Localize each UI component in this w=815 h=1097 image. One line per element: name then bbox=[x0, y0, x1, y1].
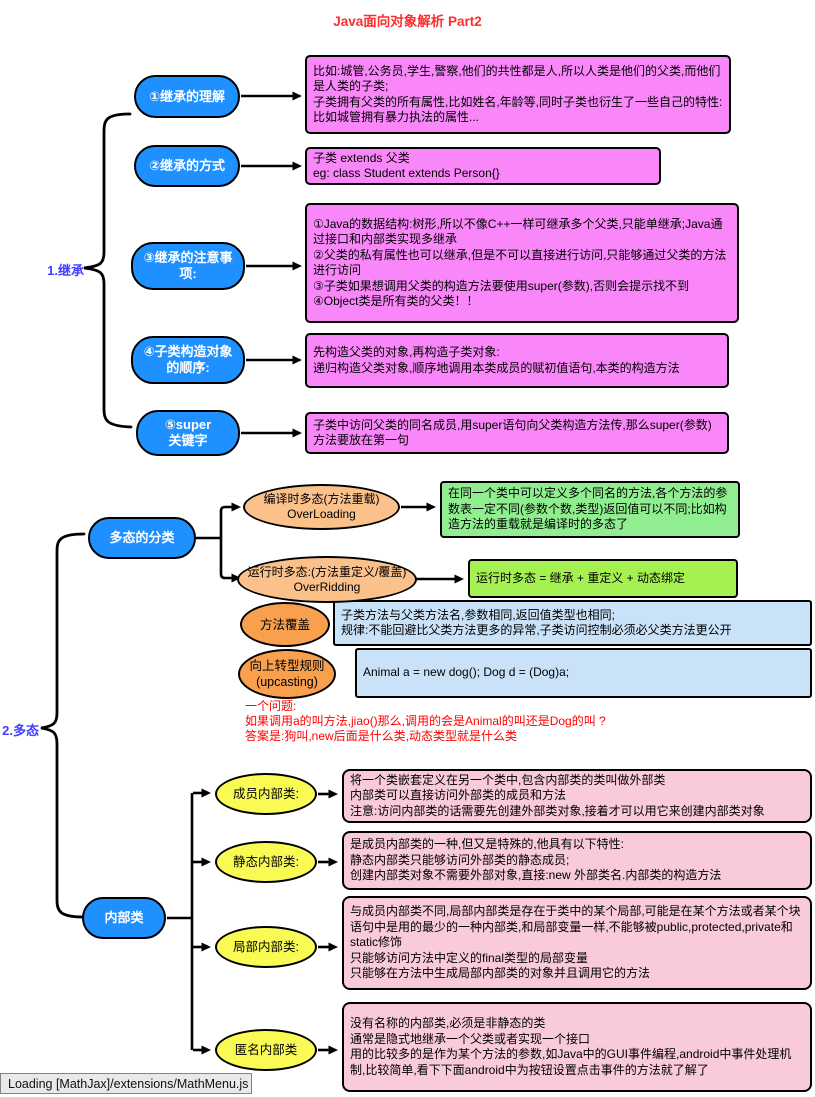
node-member-inner-class[interactable]: 成员内部类: bbox=[215, 773, 317, 815]
box-inheritance-understanding: 比如:城管,公务员,学生,警察,他们的共性都是人,所以人类是他们的父类,而他们是… bbox=[305, 55, 731, 134]
box-member-inner-class: 将一个类嵌套定义在另一个类中,包含内部类的类叫做外部类 内部类可以直接访问外部类… bbox=[342, 769, 812, 823]
box-upcasting-rule: Animal a = new dog(); Dog d = (Dog)a; bbox=[355, 648, 812, 698]
box-inheritance-syntax: 子类 extends 父类 eg: class Student extends … bbox=[305, 147, 661, 185]
node-upcasting-rule[interactable]: 向上转型规则 (upcasting) bbox=[238, 649, 336, 699]
box-local-inner-class: 与成员内部类不同,局部内部类是存在于类中的某个局部,可能是在某个方法或者某个块语… bbox=[342, 896, 812, 990]
box-method-override: 子类方法与父类方法名,参数相同,返回值类型也相同; 规律:不能回避比父类方法更多… bbox=[333, 600, 812, 646]
node-static-inner-class[interactable]: 静态内部类: bbox=[215, 841, 317, 883]
node-local-inner-class[interactable]: 局部内部类: bbox=[215, 926, 317, 968]
node-subclass-construction-order[interactable]: ④子类构造对象 的顺序: bbox=[131, 336, 245, 384]
node-inheritance-understanding[interactable]: ①继承的理解 bbox=[134, 75, 240, 118]
brace-polymorphism bbox=[40, 532, 86, 919]
node-polymorphism-classification[interactable]: 多态的分类 bbox=[88, 517, 196, 559]
arrow-group bbox=[167, 91, 464, 1055]
page-title: Java面向对象解析 Part2 bbox=[333, 14, 482, 29]
node-method-override[interactable]: 方法覆盖 bbox=[240, 602, 330, 647]
box-static-inner-class: 是成员内部类的一种,但又是特殊的,他具有以下特性: 静态内部类只能够访问外部类的… bbox=[342, 831, 812, 890]
status-bar: Loading [MathJax]/extensions/MathMenu.js bbox=[0, 1073, 252, 1094]
box-super-keyword: 子类中访问父类的同名成员,用super语句向父类构造方法传,那么super(参数… bbox=[305, 412, 729, 454]
node-inner-class[interactable]: 内部类 bbox=[82, 897, 166, 939]
branch-label-inheritance: 1.继承 bbox=[47, 263, 84, 278]
question-text: 一个问题: 如果调用a的叫方法,jiao()那么,调用的会是Animal的叫还是… bbox=[245, 699, 606, 743]
node-anonymous-inner-class[interactable]: 匿名内部类 bbox=[215, 1029, 317, 1071]
node-super-keyword[interactable]: ⑤super 关键字 bbox=[136, 410, 240, 456]
node-inheritance-notes[interactable]: ③继承的注意事 项: bbox=[131, 242, 245, 290]
node-overloading[interactable]: 编译时多态(方法重载) OverLoading bbox=[243, 484, 400, 530]
box-overloading: 在同一个类中可以定义多个同名的方法,各个方法的参数表一定不同(参数个数,类型)返… bbox=[440, 481, 740, 538]
box-inheritance-notes: ①Java的数据结构:树形,所以不像C++一样可继承多个父类,只能单继承;Jav… bbox=[305, 203, 739, 323]
branch-label-polymorphism: 2.多态 bbox=[2, 723, 39, 738]
box-subclass-construction-order: 先构造父类的对象,再构造子类对象: 递归构造父类对象,顺序地调用本类成员的赋初值… bbox=[305, 333, 729, 388]
brace-inheritance bbox=[83, 112, 133, 429]
node-overriding[interactable]: 运行时多态:(方法重定义/覆盖) OverRidding bbox=[237, 556, 417, 603]
node-inheritance-syntax[interactable]: ②继承的方式 bbox=[134, 145, 240, 187]
box-anonymous-inner-class: 没有名称的内部类,必须是非静态的类 通常是隐式地继承一个父类或者实现一个接口 用… bbox=[342, 1002, 812, 1092]
box-overriding: 运行时多态 = 继承 + 重定义 + 动态绑定 bbox=[468, 559, 738, 598]
